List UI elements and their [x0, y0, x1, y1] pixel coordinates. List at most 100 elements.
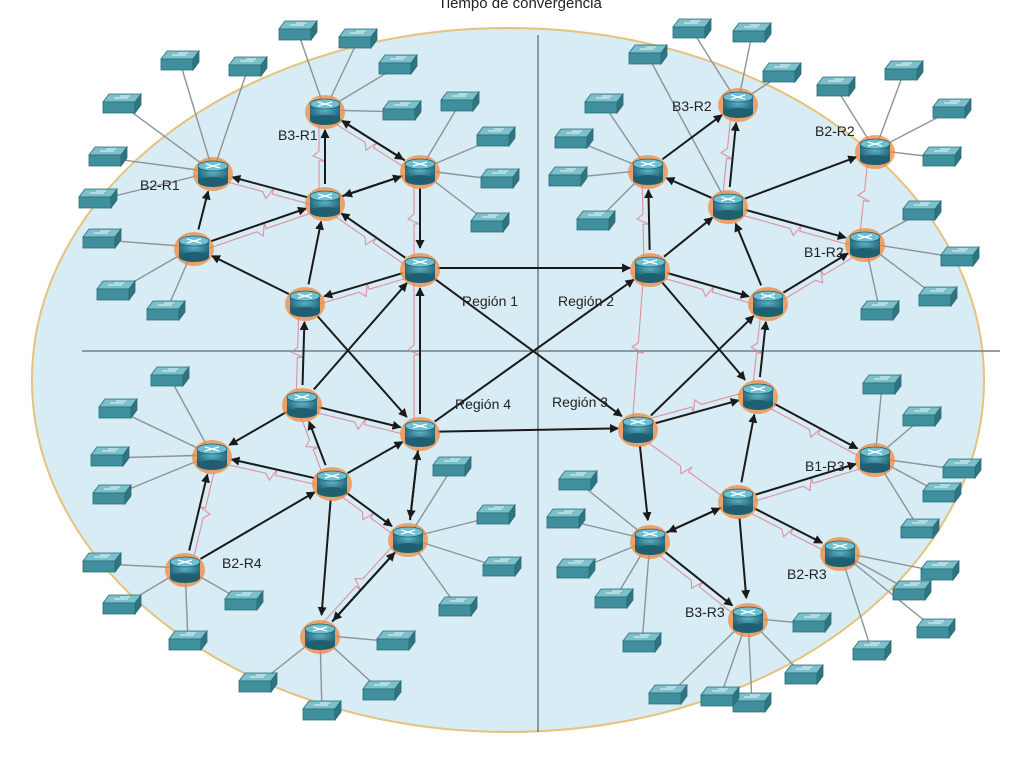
router-label: B1-R2	[804, 244, 844, 260]
switch-icon	[376, 629, 416, 652]
router-icon	[820, 537, 860, 571]
update-arrow	[307, 420, 327, 466]
switch-link	[212, 67, 249, 173]
router-label: B1-R3	[805, 458, 845, 474]
switch-icon	[150, 365, 190, 388]
router-icon	[400, 417, 440, 451]
update-arrow	[744, 155, 858, 200]
update-arrow	[754, 461, 857, 496]
switch-icon	[784, 663, 824, 686]
update-arrow	[323, 272, 404, 299]
switch-icon	[732, 21, 772, 44]
switch-icon	[916, 617, 956, 640]
router-icon	[748, 287, 788, 321]
switches	[78, 17, 982, 722]
routing-update-arrows	[188, 114, 859, 623]
serial-link	[210, 460, 331, 489]
serial-link	[645, 544, 745, 624]
update-arrow	[210, 206, 308, 243]
switch-icon	[556, 557, 596, 580]
update-arrow	[340, 212, 406, 259]
router-icon	[305, 187, 345, 221]
router-icon	[400, 155, 440, 189]
update-arrow	[655, 398, 740, 425]
switch-icon	[942, 457, 982, 480]
update-arrow	[299, 320, 309, 386]
router-icon	[855, 135, 895, 169]
update-arrow	[734, 222, 763, 286]
router-icon	[738, 380, 778, 414]
serial-link	[739, 463, 877, 507]
router-icon	[618, 413, 658, 447]
update-arrow	[317, 499, 332, 617]
update-arrow	[667, 272, 750, 299]
switch-icon	[594, 587, 634, 610]
switch-icon	[96, 279, 136, 302]
serial-link	[648, 273, 767, 309]
update-arrow	[228, 411, 287, 446]
router-icon	[193, 157, 233, 191]
router-icon	[855, 443, 895, 477]
switch-icon	[378, 53, 418, 76]
serial-link	[211, 177, 324, 209]
switch-icon	[584, 92, 624, 115]
router-label: B2-R4	[222, 555, 262, 571]
switch-icon	[146, 299, 186, 322]
switch-icon	[700, 685, 740, 708]
serial-link	[719, 102, 733, 205]
region-3-label: Región 3	[552, 394, 608, 410]
router-label: B2-R3	[787, 566, 827, 582]
serial-link	[190, 456, 219, 570]
update-arrow	[200, 491, 316, 560]
serial-link	[311, 110, 326, 202]
serial-link	[321, 206, 417, 274]
switch-icon	[362, 679, 402, 702]
switch-icon	[648, 683, 688, 706]
switch-icon	[576, 209, 616, 232]
switch-icon	[922, 481, 962, 504]
switch-icon	[940, 245, 980, 268]
update-arrow	[230, 456, 315, 480]
switch-icon	[892, 579, 932, 602]
router-icon	[192, 440, 232, 474]
router-icon	[845, 228, 885, 262]
switch-link	[121, 104, 214, 173]
switch-icon	[902, 405, 942, 428]
update-arrow	[307, 220, 324, 285]
switch-icon	[92, 483, 132, 506]
diagram-title: Tiempo de convergencia	[438, 0, 602, 12]
switch-icon	[278, 19, 318, 42]
switch-icon	[900, 517, 940, 540]
serial-link	[290, 301, 304, 403]
update-arrow	[345, 491, 393, 527]
switch-icon	[852, 639, 892, 662]
update-arrow	[331, 552, 396, 623]
router-icon	[630, 253, 670, 287]
switch-icon	[168, 629, 208, 652]
router-icon	[312, 467, 352, 501]
switch-icon	[82, 227, 122, 250]
update-arrow	[663, 550, 734, 607]
switch-icon	[302, 699, 342, 722]
serial-link	[406, 268, 421, 432]
router-icon	[728, 603, 768, 637]
update-arrow	[316, 314, 408, 418]
serial-link	[321, 114, 418, 176]
serial-link	[726, 210, 864, 250]
serial-link	[636, 388, 757, 423]
update-arrow	[660, 281, 746, 381]
router-label: B2-R1	[140, 177, 180, 193]
switch-icon	[480, 167, 520, 190]
update-arrow	[197, 190, 211, 230]
update-arrow	[728, 121, 740, 188]
serial-link	[315, 533, 404, 632]
serial-link	[300, 408, 419, 439]
update-arrow	[638, 445, 652, 522]
update-arrow	[753, 507, 824, 544]
router-icon	[300, 620, 340, 654]
switch-icon	[102, 593, 142, 616]
switch-icon	[922, 145, 962, 168]
update-arrow	[433, 277, 623, 417]
update-arrow	[319, 406, 402, 430]
